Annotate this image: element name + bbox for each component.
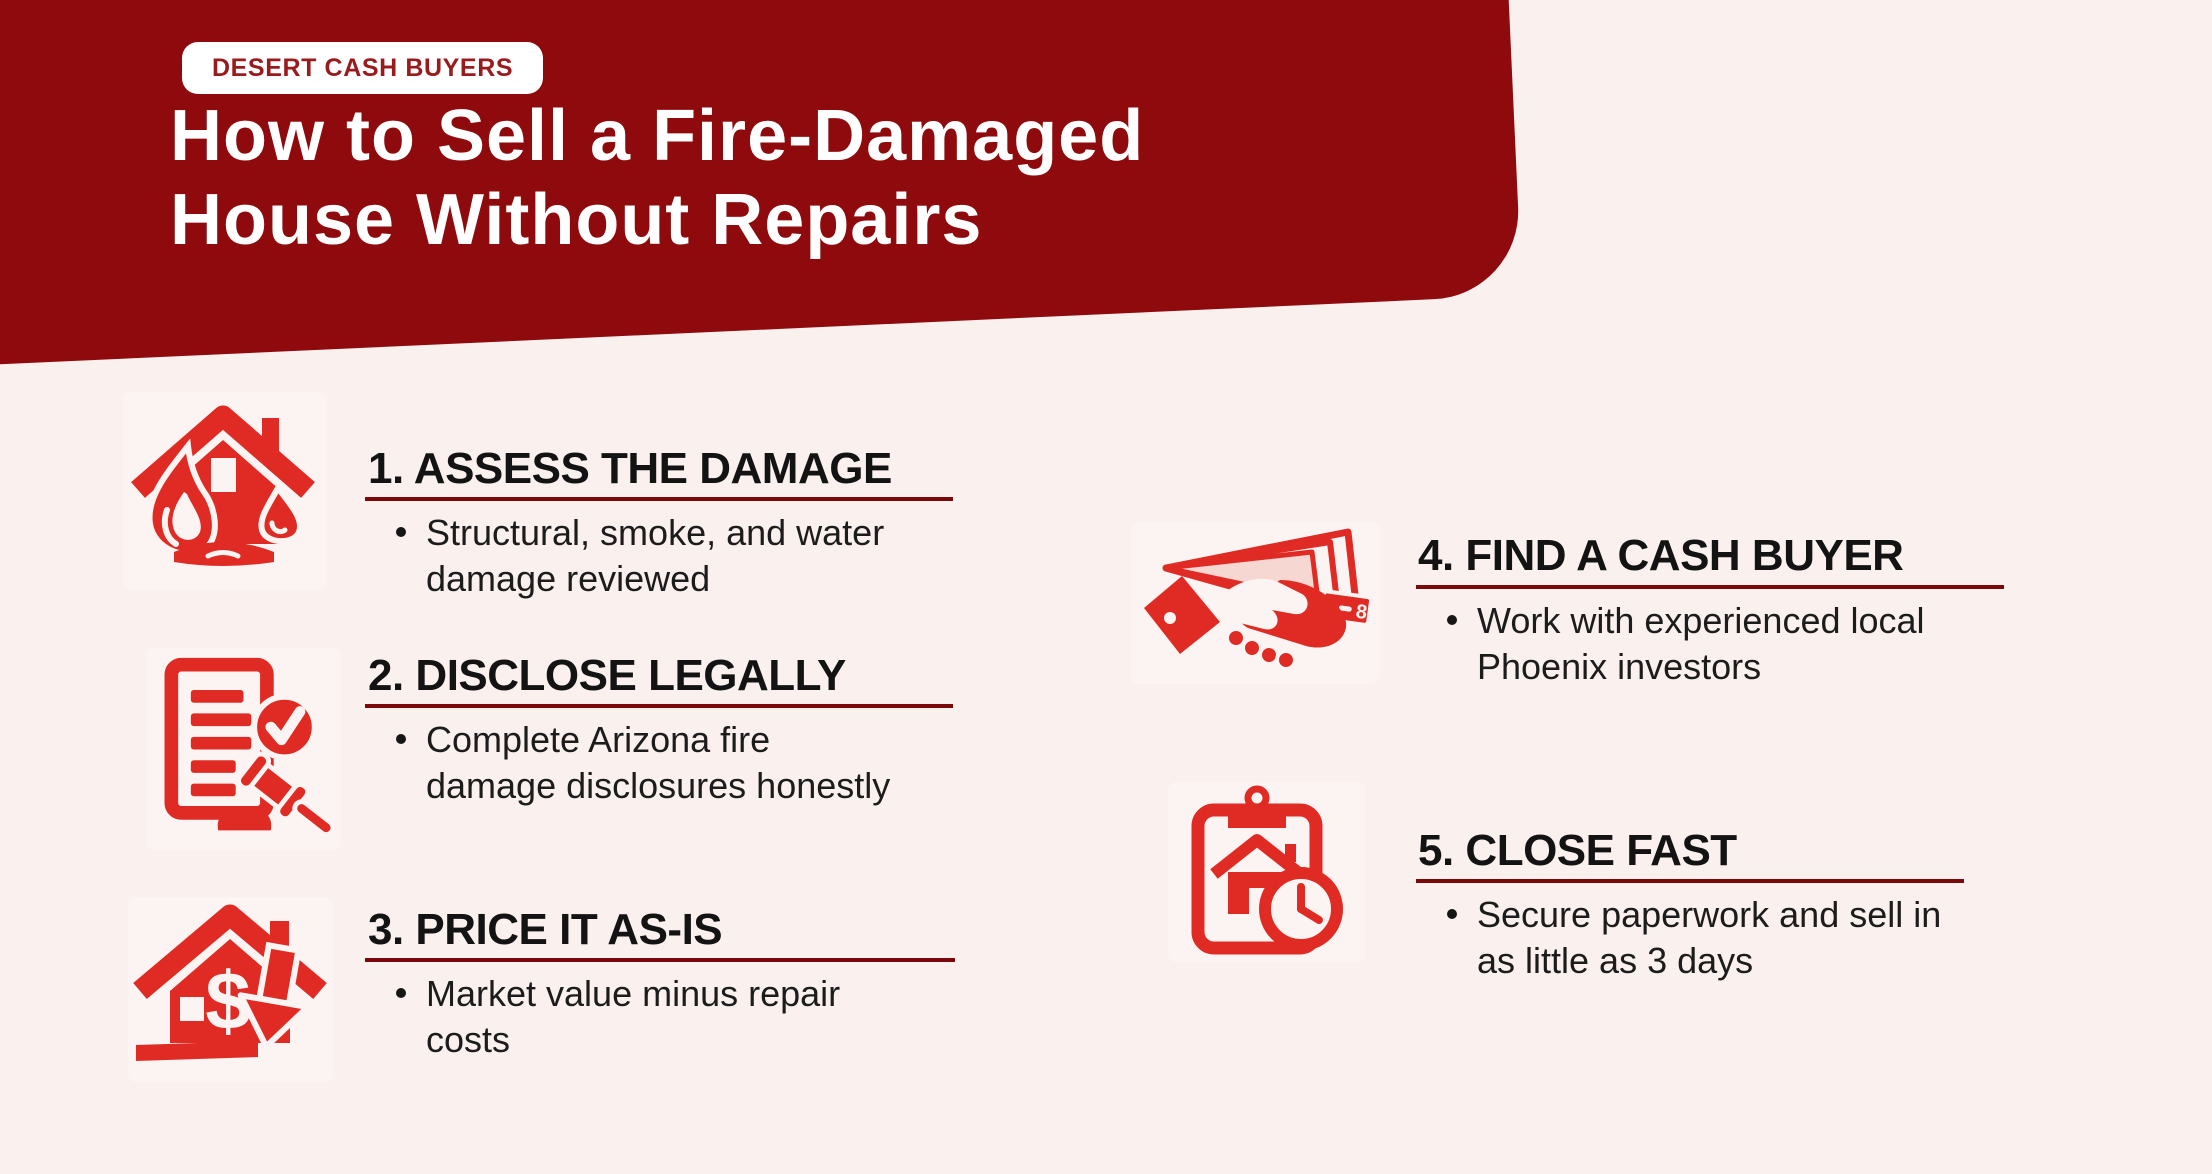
page-title: How to Sell a Fire-Damaged House Without… bbox=[170, 94, 1144, 262]
step-2-bullet: Complete Arizona fire damage disclosures… bbox=[396, 717, 890, 809]
page-title-line-2: House Without Repairs bbox=[170, 180, 983, 260]
step-2-heading: 2. DISCLOSE LEGALLY bbox=[368, 651, 846, 700]
brand-badge-label: DESERT CASH BUYERS bbox=[212, 54, 514, 82]
step-3-bullet-text: Market value minus repair costs bbox=[426, 973, 841, 1060]
step-2-bullet-text: Complete Arizona fire damage disclosures… bbox=[426, 719, 891, 806]
bullet-dot bbox=[1447, 615, 1457, 625]
legal-document-gavel-check-icon bbox=[146, 648, 341, 850]
clipboard-house-clock-icon bbox=[1168, 782, 1366, 962]
fire-damaged-house-icon bbox=[122, 392, 327, 590]
handshake-cash-icon: 8 bbox=[1130, 522, 1380, 684]
bullet-dot bbox=[1447, 909, 1457, 919]
step-1-bullet-text: Structural, smoke, and water damage revi… bbox=[426, 512, 885, 599]
step-4-bullet: Work with experienced local Phoenix inve… bbox=[1447, 598, 1925, 690]
step-3-heading: 3. PRICE IT AS-IS bbox=[368, 905, 723, 954]
step-1-bullet: Structural, smoke, and water damage revi… bbox=[396, 510, 884, 602]
page-title-line-1: How to Sell a Fire-Damaged bbox=[170, 96, 1145, 176]
step-1-heading: 1. ASSESS THE DAMAGE bbox=[368, 444, 892, 493]
step-3-bullet: Market value minus repair costs bbox=[396, 971, 840, 1063]
house-price-drop-icon: $ bbox=[128, 897, 333, 1082]
bullet-dot bbox=[396, 988, 406, 998]
step-5-underline bbox=[1416, 879, 1964, 883]
step-4-heading: 4. FIND A CASH BUYER bbox=[1418, 531, 1904, 580]
step-5-heading: 5. CLOSE FAST bbox=[1418, 826, 1737, 875]
brand-badge: DESERT CASH BUYERS bbox=[182, 42, 544, 94]
svg-text:8: 8 bbox=[1354, 601, 1368, 624]
step-1-underline bbox=[365, 497, 953, 501]
step-3-underline bbox=[365, 958, 955, 962]
bullet-dot bbox=[396, 527, 406, 537]
step-5-bullet-text: Secure paperwork and sell in as little a… bbox=[1477, 894, 1942, 981]
step-5-bullet: Secure paperwork and sell in as little a… bbox=[1447, 892, 1941, 984]
step-2-underline bbox=[365, 704, 953, 708]
step-4-underline bbox=[1416, 585, 2004, 589]
bullet-dot bbox=[396, 734, 406, 744]
step-4-bullet-text: Work with experienced local Phoenix inve… bbox=[1477, 600, 1925, 687]
